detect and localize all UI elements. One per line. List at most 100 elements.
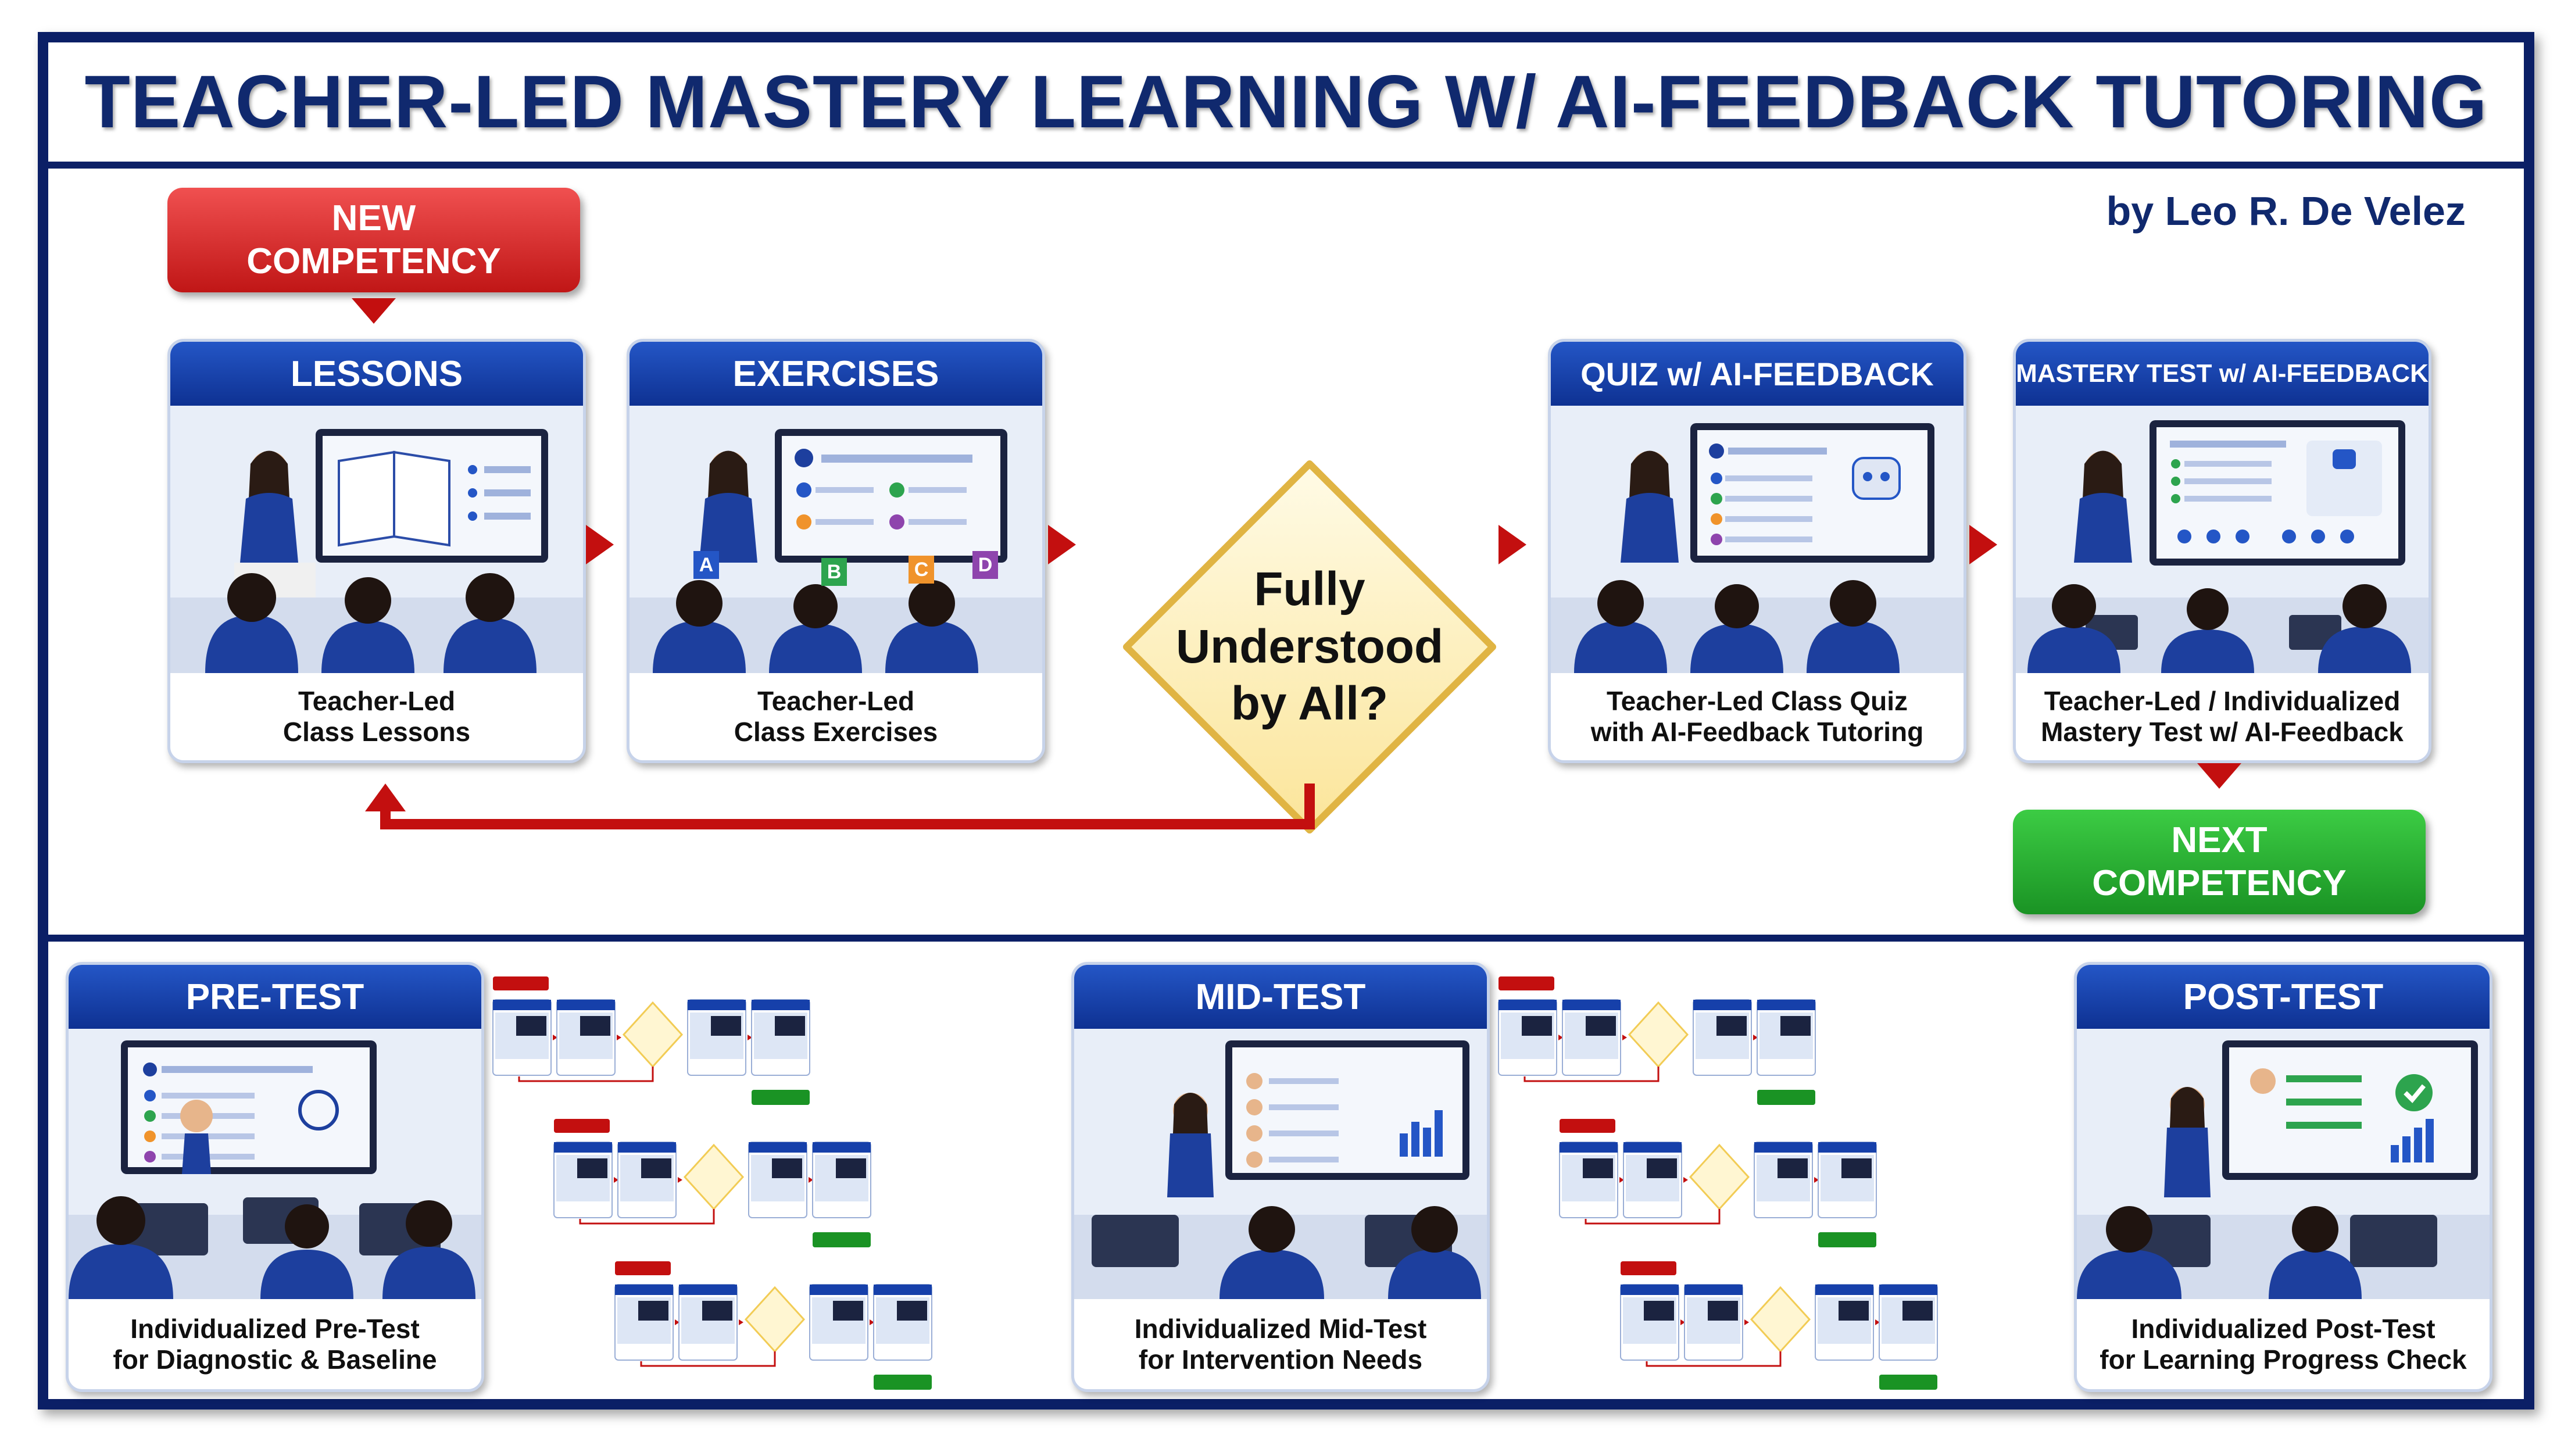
poster-frame: TEACHER-LED MASTERY LEARNING W/ AI-FEEDB…: [38, 32, 2534, 1410]
mini-new-competency: [493, 976, 549, 990]
test-card-pre-test: PRE-TEST Individualiz: [66, 962, 484, 1392]
mini-new-competency: [1498, 976, 1554, 990]
mini-decision-diamond: [622, 1001, 684, 1068]
mini-next-competency: [1757, 1090, 1815, 1105]
mini-arrow: [617, 1035, 621, 1040]
mini-step-card: [1879, 1284, 1938, 1361]
mini-arrow: [748, 1035, 752, 1040]
mini-arrow: [1619, 1177, 1624, 1183]
mini-next-competency: [874, 1375, 932, 1390]
arrow-to-lessons: [352, 298, 396, 324]
mini-decision-diamond: [683, 1143, 745, 1211]
mini-arrow: [809, 1177, 813, 1183]
mini-flow-canvas: [1498, 976, 1938, 1390]
mini-arrow: [614, 1177, 618, 1183]
test-card-mid-test: MID-TEST Individualiz: [1071, 962, 1490, 1392]
step-caption-lessons: Teacher-Led Class Lessons: [282, 686, 471, 747]
classroom-lesson-illustration: [170, 406, 583, 673]
mini-step-card: [492, 999, 552, 1076]
mini-step-card: [1562, 999, 1621, 1076]
mini-new-competency: [1560, 1119, 1615, 1133]
mini-decision-diamond: [1628, 1001, 1689, 1068]
mini-next-competency: [1879, 1375, 1937, 1390]
mini-step-card: [1815, 1284, 1874, 1361]
mini-flowchart: [614, 1261, 932, 1390]
mini-arrow: [870, 1319, 874, 1325]
decision-diamond: Fully Understood by All?: [1121, 458, 1498, 836]
title-bar: TEACHER-LED MASTERY LEARNING W/ AI-FEEDB…: [48, 42, 2524, 169]
step-card-quiz: QUIZ w/ AI-FEEDBACK: [1548, 339, 1966, 763]
mini-step-card: [751, 999, 810, 1076]
arrow-exercises-to-decision: [1048, 525, 1076, 564]
step-card-exercises: EXERCISES A B: [627, 339, 1045, 763]
mini-flow-group-1: [490, 976, 1048, 1401]
mini-step-card: [556, 999, 616, 1076]
step-header-lessons: LESSONS: [170, 342, 583, 406]
mini-step-card: [1498, 999, 1557, 1076]
mini-arrow: [553, 1035, 557, 1040]
classroom-exercise-illustration: A B C D: [630, 406, 1042, 673]
test-caption-mid-test: Individualized Mid-Test for Intervention…: [1134, 1313, 1427, 1375]
classroom-quiz-illustration: [1551, 406, 1964, 673]
mini-arrow: [675, 1319, 679, 1325]
mini-arrow: [678, 1177, 682, 1183]
mini-next-competency: [1818, 1232, 1876, 1247]
test-caption-post-test: Individualized Post-Test for Learning Pr…: [2100, 1313, 2467, 1375]
main-flow-panel: by Leo R. De Velez NEW COMPETENCY LESSON…: [48, 162, 2524, 942]
mini-step-card: [553, 1142, 613, 1218]
mini-loop-arrow: [1585, 1209, 1721, 1225]
mini-loop-arrow: [1523, 1067, 1660, 1082]
mini-arrow: [1744, 1319, 1749, 1325]
mini-step-card: [678, 1284, 738, 1361]
test-header-post-test: POST-TEST: [2077, 965, 2490, 1029]
mini-decision-diamond: [1750, 1286, 1811, 1353]
mini-step-card: [1684, 1284, 1743, 1361]
step-caption-quiz: Teacher-Led Class Quiz with AI-Feedback …: [1590, 686, 1924, 747]
mini-flowchart: [492, 976, 810, 1105]
test-caption-pre-test: Individualized Pre-Test for Diagnostic &…: [113, 1313, 437, 1375]
mini-arrow: [1753, 1035, 1758, 1040]
mini-step-card: [687, 999, 746, 1076]
mini-step-card: [1757, 999, 1816, 1076]
step-card-lessons: LESSONS Te: [167, 339, 586, 763]
mini-step-card: [748, 1142, 807, 1218]
step-header-mastery-test: MASTERY TEST w/ AI-FEEDBACK: [2016, 342, 2429, 406]
page-title: TEACHER-LED MASTERY LEARNING W/ AI-FEEDB…: [84, 60, 2488, 144]
new-competency-box: NEW COMPETENCY: [167, 188, 580, 292]
mini-step-card: [1754, 1142, 1813, 1218]
mini-decision-diamond: [744, 1286, 806, 1353]
mini-arrow: [1680, 1319, 1685, 1325]
mini-flowchart: [553, 1119, 871, 1247]
mini-new-competency: [615, 1261, 671, 1275]
mini-flowchart: [1620, 1261, 1938, 1390]
mini-loop-arrow: [1646, 1351, 1782, 1367]
step-caption-exercises: Teacher-Led Class Exercises: [734, 686, 938, 747]
mini-step-card: [1559, 1142, 1618, 1218]
mini-new-competency: [1621, 1261, 1676, 1275]
mini-decision-diamond: [1689, 1143, 1750, 1211]
post-test-illustration: [2077, 1029, 2490, 1299]
mini-loop-arrow: [518, 1067, 654, 1082]
testing-panel: PRE-TEST Individualiz: [48, 942, 2524, 1399]
mini-step-card: [1623, 1142, 1682, 1218]
choice-card-c: C: [909, 556, 934, 584]
mini-step-card: [1693, 999, 1752, 1076]
step-header-quiz: QUIZ w/ AI-FEEDBACK: [1551, 342, 1964, 406]
mini-arrow: [1558, 1035, 1563, 1040]
mini-step-card: [617, 1142, 677, 1218]
test-header-mid-test: MID-TEST: [1074, 965, 1487, 1029]
author-byline: by Leo R. De Velez: [2106, 188, 2466, 234]
mini-loop-arrow: [579, 1209, 715, 1225]
step-caption-mastery-test: Teacher-Led / Individualized Mastery Tes…: [2041, 686, 2404, 747]
new-competency-line1: NEW: [331, 198, 416, 238]
next-competency-box: NEXT COMPETENCY: [2013, 810, 2426, 914]
arrow-to-next-competency: [2197, 763, 2241, 789]
mini-new-competency: [554, 1119, 610, 1133]
mini-step-card: [873, 1284, 932, 1361]
mini-next-competency: [752, 1090, 810, 1105]
mini-step-card: [812, 1142, 871, 1218]
mini-arrow: [1683, 1177, 1688, 1183]
test-header-pre-test: PRE-TEST: [69, 965, 481, 1029]
choice-card-b: B: [821, 558, 847, 586]
next-competency-line2: COMPETENCY: [2092, 863, 2347, 903]
